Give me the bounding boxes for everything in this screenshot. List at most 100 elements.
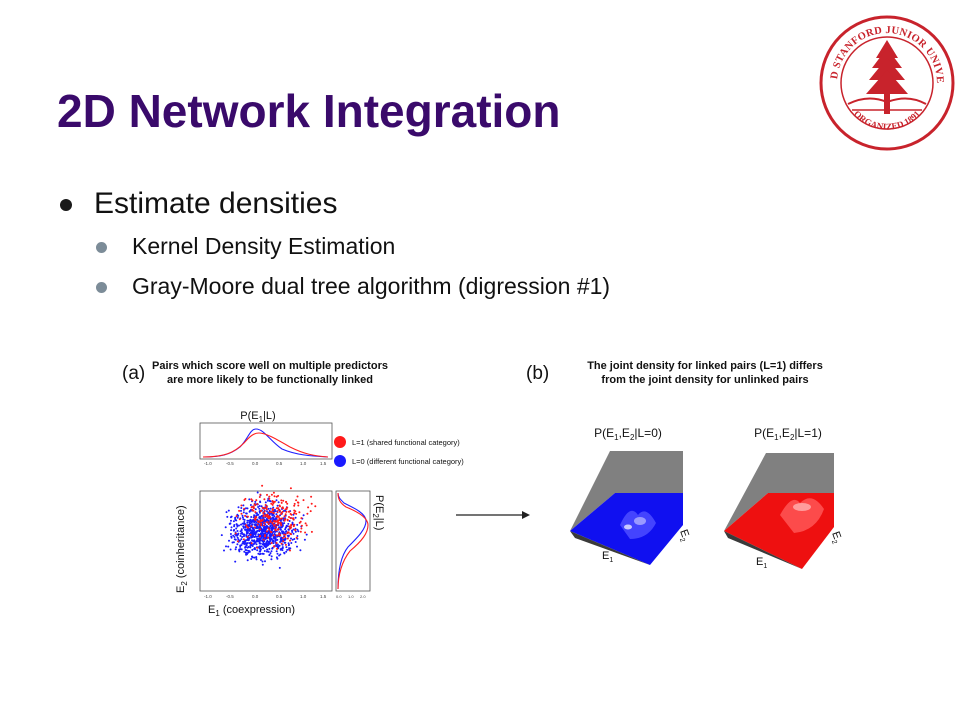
scatter-point xyxy=(289,527,291,530)
scatter-point xyxy=(258,507,261,510)
scatter-point xyxy=(276,515,279,518)
scatter-point xyxy=(305,533,308,536)
scatter-point xyxy=(251,545,254,547)
scatter-point xyxy=(261,560,264,563)
scatter-point xyxy=(256,491,259,494)
scatter-point xyxy=(264,501,267,504)
scatter-point xyxy=(253,533,255,535)
scatter-point xyxy=(255,512,258,515)
scatter-point xyxy=(310,495,313,498)
scatter-point xyxy=(246,521,249,524)
scatter-point xyxy=(289,487,292,490)
scatter-point xyxy=(292,513,295,516)
scatter-point xyxy=(289,539,292,542)
scatter-point xyxy=(254,500,257,503)
scatter-point xyxy=(268,554,271,557)
scatter-point xyxy=(250,525,253,528)
scatter-point xyxy=(266,493,268,496)
arrow-head-icon xyxy=(522,511,530,519)
scatter-point xyxy=(230,519,232,522)
scatter-point xyxy=(260,545,263,548)
scatter-point xyxy=(270,555,273,558)
scatter-point xyxy=(237,506,240,509)
scatter-point xyxy=(289,549,291,552)
scatter-point xyxy=(235,527,238,530)
scatter-point xyxy=(248,542,251,544)
svg-text:-0.5: -0.5 xyxy=(226,594,234,599)
scatter-point xyxy=(244,539,247,542)
scatter-point xyxy=(275,544,278,547)
scatter-point xyxy=(262,512,265,514)
stanford-seal-logo: LELAND STANFORD JUNIOR UNIVERSITY ORGANI… xyxy=(818,14,955,151)
scatter-point xyxy=(275,556,278,559)
scatter-point xyxy=(240,538,243,541)
scatter-point xyxy=(265,526,267,529)
scatter-point xyxy=(287,528,290,531)
scatter-point xyxy=(271,503,274,506)
legend-red-marker xyxy=(334,436,346,448)
scatter-point xyxy=(234,560,237,563)
scatter-point xyxy=(291,517,294,520)
scatter-point xyxy=(296,535,299,537)
scatter-point xyxy=(240,544,243,547)
scatter-point xyxy=(296,495,299,498)
scatter-point xyxy=(307,506,310,509)
scatter-point xyxy=(250,558,253,560)
scatter-point xyxy=(272,530,275,533)
scatter-point xyxy=(291,531,294,533)
scatter-point xyxy=(300,527,303,530)
scatter-point xyxy=(249,533,252,536)
scatter-point xyxy=(279,526,282,529)
scatter-point xyxy=(263,550,266,552)
scatter-point xyxy=(269,500,272,503)
scatter-point xyxy=(227,509,230,512)
scatter-point xyxy=(261,521,264,524)
scatter-point xyxy=(290,513,293,516)
svg-text:0.0: 0.0 xyxy=(252,594,259,599)
scatter-point xyxy=(275,495,278,498)
scatter-point xyxy=(297,504,300,507)
scatter-point xyxy=(270,558,273,561)
scatter-point xyxy=(264,545,267,548)
scatter-point xyxy=(256,526,259,529)
scatter-point xyxy=(230,526,233,529)
scatter-point xyxy=(249,518,252,521)
scatter-point xyxy=(263,535,266,538)
scatter-point xyxy=(294,516,297,519)
scatter-point xyxy=(280,537,282,540)
scatter-point xyxy=(298,511,301,514)
right-plot-frame xyxy=(335,490,371,592)
scatter-point xyxy=(270,493,273,496)
scatter-point xyxy=(267,550,270,553)
scatter-point xyxy=(288,520,291,522)
scatter-point xyxy=(251,555,254,558)
scatter-point xyxy=(276,538,279,541)
scatter-point xyxy=(262,540,265,543)
scatter-point xyxy=(254,504,257,507)
scatter-point xyxy=(299,549,302,552)
scatter-point xyxy=(259,535,262,537)
scatter-point xyxy=(272,517,275,519)
scatter-point xyxy=(269,520,272,523)
scatter-point xyxy=(288,547,291,550)
scatter-point xyxy=(279,541,282,543)
scatter-point xyxy=(240,512,243,515)
scatter-point xyxy=(242,522,245,525)
scatter-point xyxy=(250,531,253,534)
scatter-point xyxy=(287,534,290,537)
scatter-point xyxy=(280,511,283,514)
scatter-point xyxy=(240,509,242,512)
scatter-point xyxy=(271,529,274,532)
scatter-point xyxy=(236,536,239,539)
scatter-point xyxy=(250,542,253,545)
scatter-point xyxy=(262,514,265,517)
scatter-point xyxy=(249,520,252,523)
scatter-point xyxy=(243,521,246,523)
scatter-point xyxy=(306,512,309,515)
scatter-point xyxy=(266,525,269,528)
scatter-point xyxy=(283,519,286,522)
scatter-point xyxy=(254,508,257,511)
svg-text:0.5: 0.5 xyxy=(276,461,283,466)
surface-left xyxy=(570,451,683,565)
scatter-point xyxy=(274,523,277,526)
